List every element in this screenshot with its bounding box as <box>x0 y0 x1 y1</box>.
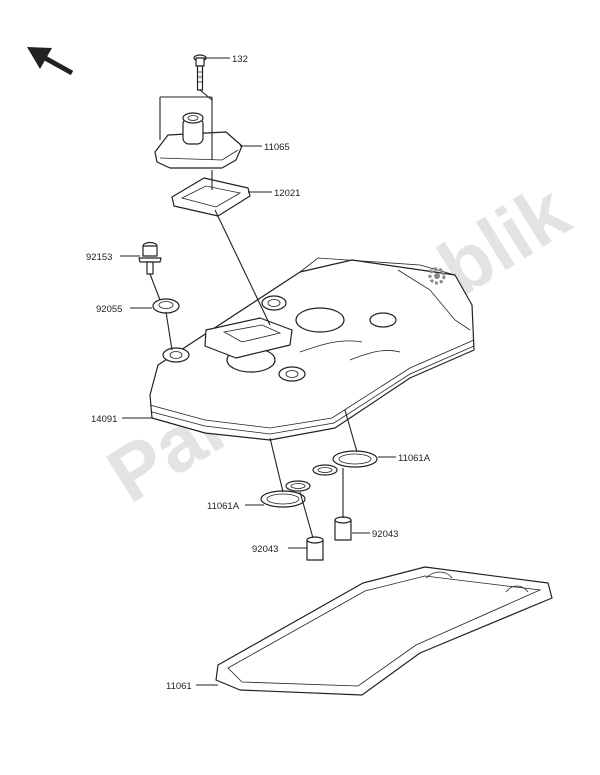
guide-lines <box>149 89 358 539</box>
label-bolt-92153: 92153 <box>86 252 112 263</box>
gasket-left <box>260 480 311 508</box>
bolt-92153 <box>138 241 162 275</box>
label-cover-gasket: 11061 <box>166 681 192 692</box>
dowel-pin-left <box>306 536 324 561</box>
label-gasket-left: 11061A <box>207 501 240 512</box>
part-labels: 132 11065 12021 92153 92055 14091 11061A… <box>86 54 431 692</box>
label-washer-92055: 92055 <box>96 304 122 315</box>
cover-gasket <box>215 566 553 696</box>
label-cylinder-head-cover: 14091 <box>91 414 117 425</box>
label-bolt-132: 132 <box>232 54 248 65</box>
label-dowel-pin-right: 92043 <box>372 529 398 540</box>
bolt-132 <box>193 54 207 91</box>
cylinder-head-cover <box>149 257 475 441</box>
breather-cover <box>154 112 243 169</box>
label-gasket-12021: 12021 <box>274 188 300 199</box>
arrow-icon <box>27 47 74 76</box>
label-dowel-pin-left: 92043 <box>252 544 278 555</box>
label-gasket-right: 11061A <box>398 453 431 464</box>
gasket-12021 <box>171 177 251 217</box>
washer-92055 <box>152 298 180 314</box>
label-breather-cover: 11065 <box>264 142 290 153</box>
gear-icon <box>428 267 446 285</box>
gasket-right <box>312 450 378 476</box>
dowel-pin-right <box>334 516 352 541</box>
leader-lines <box>120 57 396 686</box>
